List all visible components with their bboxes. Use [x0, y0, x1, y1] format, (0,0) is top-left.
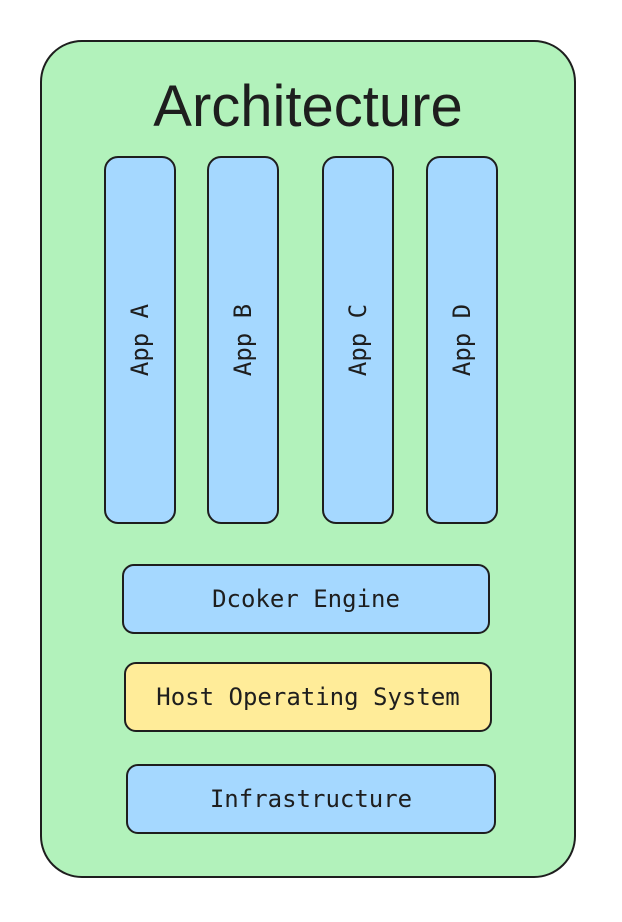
- infrastructure-label: Infrastructure: [209, 785, 413, 813]
- host-os-label: Host Operating System: [156, 683, 460, 711]
- docker-engine-label: Dcoker Engine: [212, 585, 400, 613]
- docker-engine-box: Dcoker Engine: [122, 564, 490, 634]
- app-d-box: App D: [426, 156, 498, 524]
- app-c-box: App C: [322, 156, 394, 524]
- app-b-label: App B: [229, 303, 257, 377]
- app-d-label: App D: [448, 303, 476, 377]
- app-a-box: App A: [104, 156, 176, 524]
- app-b-box: App B: [207, 156, 279, 524]
- host-os-box: Host Operating System: [124, 662, 492, 732]
- app-c-label: App C: [344, 303, 372, 377]
- app-a-label: App A: [126, 303, 154, 377]
- infrastructure-box: Infrastructure: [126, 764, 496, 834]
- diagram-title: Architecture: [153, 74, 463, 139]
